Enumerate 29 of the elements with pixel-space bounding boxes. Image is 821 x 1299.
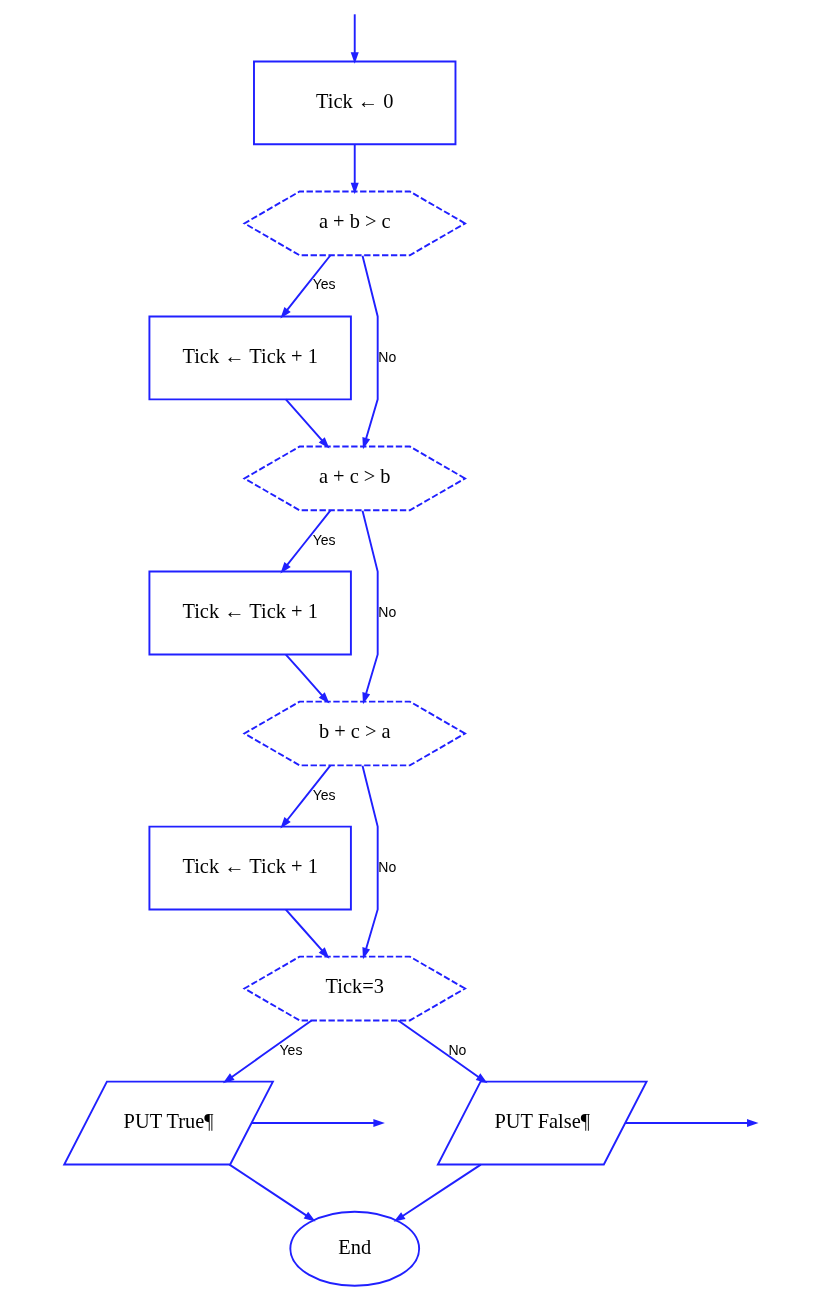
arrow: [350, 13, 359, 64]
node-box: Tick ← Tick + 1: [148, 825, 352, 911]
arrow: [284, 653, 330, 704]
arrow: [393, 1163, 482, 1222]
arrow: [397, 1019, 488, 1084]
node-box: Tick ← Tick + 1: [148, 315, 352, 401]
arrow: [228, 1163, 316, 1222]
arrow: [222, 1019, 313, 1084]
arrow: [284, 908, 330, 959]
edge-label: Yes: [279, 1041, 303, 1058]
arrow: [280, 509, 332, 574]
node-box: Tick ← 0: [253, 60, 457, 146]
arrow: [280, 764, 332, 829]
arrow: [350, 143, 359, 195]
arrow: [361, 254, 379, 450]
edge-label: No: [378, 858, 397, 875]
edge-label: Yes: [312, 531, 336, 548]
arrow: [284, 398, 330, 449]
arrow: [280, 254, 332, 319]
arrow: [624, 1119, 759, 1128]
edge-label: Yes: [312, 276, 336, 293]
edge-label: No: [378, 348, 397, 365]
arrow: [361, 764, 379, 960]
edge-label: Yes: [312, 786, 336, 803]
arrow: [250, 1119, 385, 1128]
node-box: Tick ← Tick + 1: [148, 570, 352, 656]
arrow: [361, 509, 379, 705]
edge-label: No: [448, 1041, 467, 1058]
edge-label: No: [378, 603, 397, 620]
